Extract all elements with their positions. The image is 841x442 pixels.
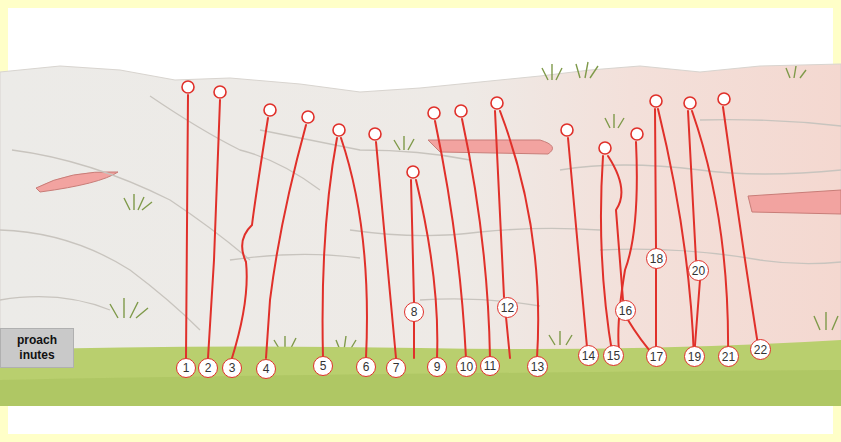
callout-number: 16 bbox=[615, 300, 636, 321]
callout-number: 15 bbox=[603, 345, 624, 366]
route-number: 3 bbox=[229, 362, 236, 374]
route-number: 13 bbox=[531, 361, 544, 373]
route-number: 21 bbox=[722, 351, 735, 363]
route-line bbox=[186, 95, 760, 358]
callout-number: 5 bbox=[313, 356, 333, 376]
route-number: 22 bbox=[754, 344, 767, 356]
callout-number: 18 bbox=[646, 248, 667, 269]
callout-number: 7 bbox=[386, 358, 406, 378]
ground-shade bbox=[0, 370, 841, 406]
route-number: 1 bbox=[183, 362, 190, 374]
cliff-face bbox=[0, 64, 841, 358]
rock-cracks bbox=[0, 96, 841, 330]
callout-number: 9 bbox=[427, 357, 447, 377]
route-number: 17 bbox=[650, 351, 663, 363]
route-number: 20 bbox=[692, 265, 705, 277]
callout-number: 20 bbox=[688, 260, 709, 281]
callout-number: 6 bbox=[356, 357, 376, 377]
callout-number: 13 bbox=[527, 356, 548, 377]
route-number: 7 bbox=[393, 362, 400, 374]
route-number: 9 bbox=[434, 361, 441, 373]
callout-number: 10 bbox=[456, 356, 477, 377]
callout-number: 12 bbox=[497, 297, 518, 318]
route-number: 12 bbox=[501, 302, 514, 314]
belay-station bbox=[182, 81, 730, 178]
ground bbox=[0, 340, 841, 406]
route-number: 18 bbox=[650, 253, 663, 265]
route-number: 5 bbox=[320, 360, 327, 372]
approach-box: proach inutes bbox=[0, 328, 74, 368]
route-number: 19 bbox=[688, 351, 701, 363]
callout-number: 11 bbox=[480, 356, 500, 376]
callout-number: 1 bbox=[176, 358, 196, 378]
route-number: 2 bbox=[205, 362, 212, 374]
route-number: 6 bbox=[363, 361, 370, 373]
route-number: 8 bbox=[411, 306, 418, 318]
callout-number: 17 bbox=[646, 346, 667, 367]
route-number: 14 bbox=[582, 350, 595, 362]
callout-number: 21 bbox=[718, 346, 739, 367]
callout-number: 3 bbox=[222, 358, 242, 378]
callout-number: 8 bbox=[404, 302, 424, 322]
callout-number: 19 bbox=[684, 346, 705, 367]
callout-number: 2 bbox=[198, 358, 218, 378]
approach-note: proach inutes bbox=[7, 333, 67, 363]
route-number: 16 bbox=[619, 305, 632, 317]
callout-number: 22 bbox=[750, 339, 771, 360]
route-number: 10 bbox=[460, 361, 473, 373]
route-number: 11 bbox=[484, 360, 496, 372]
pink-rock-band bbox=[36, 140, 841, 214]
callout-number: 14 bbox=[578, 345, 599, 366]
callout-number: 4 bbox=[256, 359, 276, 379]
route-number: 15 bbox=[607, 350, 620, 362]
route-number: 4 bbox=[263, 363, 270, 375]
